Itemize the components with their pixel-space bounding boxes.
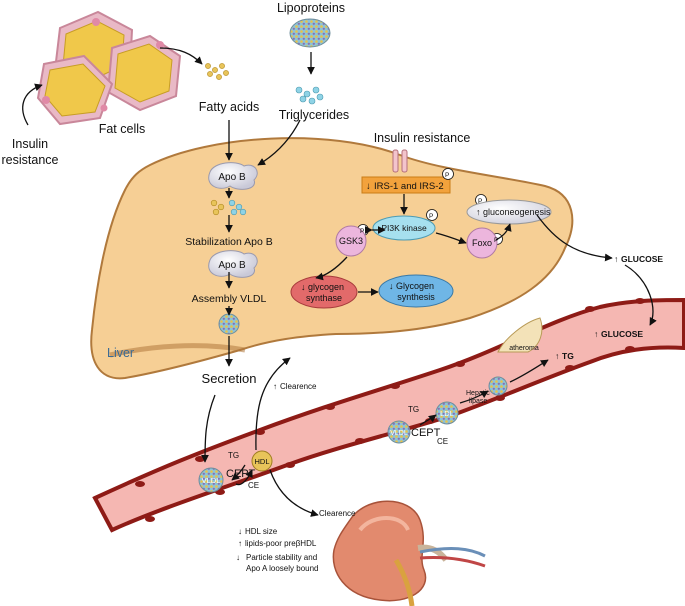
gsk3-circle (335, 225, 367, 257)
label-foxo: Foxo (472, 238, 492, 248)
label-ce-left: CE (248, 481, 259, 490)
label-particle-1: Particle stability and (246, 553, 317, 562)
p-badge-5: P (478, 198, 482, 205)
insulin-receptor (392, 149, 408, 173)
irs-box (361, 176, 451, 194)
diagram-labels: Lipoproteins Triglycerides Fatty acids F… (2, 1, 664, 573)
hdl-particle (251, 450, 273, 472)
label-apo-b-2: Apo B (218, 260, 246, 271)
label-gsk3: GSK3 (339, 236, 363, 246)
label-cept-mid: CEPT (411, 427, 441, 439)
small-ldl-particle (488, 376, 508, 396)
label-insulin-resistance-top: Insulin resistance (374, 131, 471, 145)
label-vldl-mid: VLDL (390, 430, 408, 437)
glycogen-synthesis-oval (378, 274, 454, 308)
vldl-particle-left (198, 467, 224, 493)
label-triglycerides: Triglycerides (279, 108, 349, 122)
liver-shape (90, 137, 574, 380)
label-glycogen-synthesis-1: Glycogen (396, 281, 434, 291)
vessel-wall-cells (135, 298, 645, 522)
label-glucose-1-arrow: ↑ (614, 254, 618, 264)
label-gluconeogenesis: gluconeogenesis (483, 207, 551, 217)
vldl-particle-mid (387, 420, 411, 444)
p-badge-1: P (445, 172, 449, 179)
label-cept-left: CEPT (226, 468, 256, 480)
label-tg-right-arrow: ↑ (555, 351, 559, 361)
label-clearence-2-arrow: ↑ (312, 509, 316, 518)
label-ldl: LDL (440, 409, 454, 418)
vldl-particle-liver (218, 313, 240, 335)
label-particle-arrow: ↓ (236, 553, 240, 562)
label-fatty-acids: Fatty acids (199, 100, 259, 114)
label-irs: IRS-1 and IRS-2 (374, 181, 444, 192)
label-lipids-poor-arrow: ↑ (238, 539, 242, 548)
glycogen-synthase-oval (290, 275, 358, 309)
blood-vessel (92, 297, 685, 533)
label-secretion: Secretion (202, 371, 257, 386)
label-tg-mid: TG (408, 405, 419, 414)
label-stabilization: Stabilization Apo B (185, 236, 273, 248)
label-apo-b-1: Apo B (218, 172, 246, 183)
label-vldl-left: VLDL (202, 476, 221, 485)
lipoprotein-particle (289, 18, 331, 48)
label-hepatic: Hepatic (466, 390, 490, 397)
fat-cells-cluster (36, 10, 182, 126)
fatty-acid-droplets (205, 63, 229, 80)
p-badge-3: P (360, 228, 364, 235)
label-hdl-size-arrow: ↓ (238, 527, 242, 536)
label-gsyn-arrow: ↓ (389, 281, 394, 291)
label-glucose-2-arrow: ↑ (594, 329, 598, 339)
foxo-circle (466, 227, 498, 259)
label-fat-cells: Fat cells (99, 122, 146, 136)
label-assembly: Assembly VLDL (192, 293, 267, 305)
label-glycogen-synthesis-2: synthesis (397, 292, 435, 302)
apo-b-lipid-droplets (210, 199, 247, 216)
label-resistance: resistance (2, 153, 59, 167)
ldl-particle (435, 401, 459, 425)
arrows (22, 47, 657, 517)
kidney-illustration (332, 500, 486, 606)
apo-b-blob-2 (208, 250, 258, 278)
label-clearence-2: Clearence (319, 509, 356, 518)
label-gluconeo-arrow: ↑ (476, 207, 481, 217)
label-irs-arrow: ↓ (366, 181, 371, 192)
apo-b-blob-1 (208, 162, 258, 190)
label-tg-right: TG (562, 351, 574, 361)
label-clearence-1-arrow: ↑ (273, 382, 277, 391)
label-tg-left: TG (228, 451, 239, 460)
label-atheroma: atheroma (509, 345, 539, 352)
label-clearence-1: Clearence (280, 382, 317, 391)
atheroma-plaque (497, 317, 543, 353)
label-glucose-1: GLUCOSE (621, 254, 663, 264)
label-liver: Liver (107, 346, 134, 360)
label-lipoproteins: Lipoproteins (277, 1, 345, 15)
label-hdl-size: HDL size (245, 527, 278, 536)
label-gs-arrow: ↓ (301, 282, 306, 292)
p-badge-4: P (494, 237, 498, 244)
label-insulin: Insulin (12, 137, 48, 151)
label-glycogen-synthase-2: synthase (306, 293, 342, 303)
triglyceride-droplets (295, 86, 324, 105)
label-glucose-2: GLUCOSE (601, 329, 643, 339)
label-lipids-poor: lipids-poor preβHDL (245, 539, 317, 548)
label-pi3k: PI3K kinase (381, 223, 427, 233)
label-hdl: HDL (254, 457, 269, 466)
label-lipase: lipase (469, 398, 487, 405)
label-ce-mid: CE (437, 437, 448, 446)
p-badge-2: P (429, 213, 433, 220)
label-particle-2: Apo A loosely bound (246, 564, 319, 573)
label-glycogen-synthase-1: glycogen (308, 282, 344, 292)
